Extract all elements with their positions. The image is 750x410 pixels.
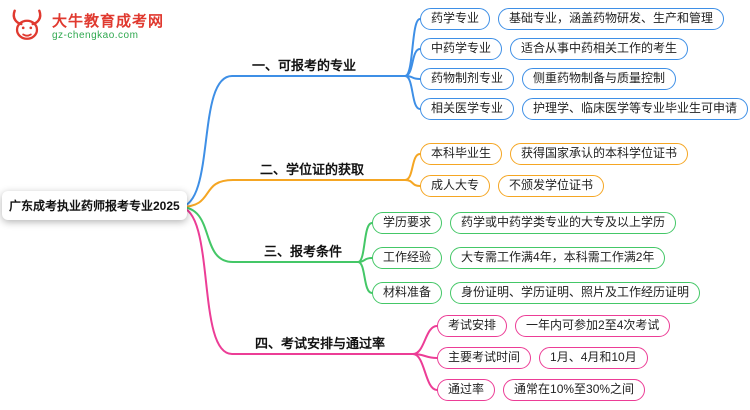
child-desc: 基础专业，涵盖药物研发、生产和管理 (498, 8, 725, 30)
branch-2-label: 二、学位证的获取 (260, 162, 365, 177)
child-label: 本科毕业生 (420, 143, 503, 165)
connector-branch-3 (179, 206, 359, 263)
connector-branch-2-child-2 (404, 179, 421, 187)
child-label: 学历要求 (372, 212, 443, 234)
child-row: 主要考试时间 1月、4月和10月 (437, 347, 648, 369)
child-label: 成人大专 (420, 175, 491, 197)
root-node: 广东成考执业药师报考专业2025 (2, 191, 187, 220)
child-label: 药物制剂专业 (420, 68, 515, 90)
child-label: 药学专业 (420, 8, 491, 30)
child-label: 中药学专业 (420, 38, 503, 60)
connector-branch-1-child-4 (404, 75, 421, 110)
child-label: 通过率 (437, 379, 496, 401)
connector-branch-4-child-3 (412, 353, 438, 391)
child-label: 相关医学专业 (420, 98, 515, 120)
child-row: 材料准备 身份证明、学历证明、照片及工作经历证明 (372, 282, 701, 304)
connector-branch-4 (179, 206, 414, 355)
child-label: 考试安排 (437, 315, 508, 337)
child-desc: 护理学、临床医学等专业毕业生可申请 (522, 98, 749, 120)
site-name: 大牛教育成考网 (52, 13, 165, 31)
child-desc: 通常在10%至30%之间 (503, 379, 646, 401)
child-row: 中药学专业 适合从事中药相关工作的考生 (420, 38, 689, 60)
connector-branch-2 (179, 179, 406, 208)
child-desc: 大专需工作满4年，本科需工作满2年 (450, 247, 666, 269)
child-row: 成人大专 不颁发学位证书 (420, 175, 605, 197)
child-row: 学历要求 药学或中药学类专业的大专及以上学历 (372, 212, 677, 234)
child-row: 通过率 通常在10%至30%之间 (437, 379, 646, 401)
child-desc: 不颁发学位证书 (498, 175, 605, 197)
child-label: 材料准备 (372, 282, 443, 304)
child-desc: 1月、4月和10月 (539, 347, 648, 369)
connector-branch-1-child-1 (404, 18, 421, 77)
connector-branch-2-child-1 (404, 153, 421, 181)
child-desc: 一年内可参加2至4次考试 (515, 315, 671, 337)
child-row: 考试安排 一年内可参加2至4次考试 (437, 315, 671, 337)
site-url: gz-chengkao.com (52, 30, 139, 42)
branch-3-label: 三、报考条件 (264, 244, 343, 259)
connector-branch-3-child-3 (357, 261, 373, 294)
connector-branch-4-child-1 (412, 325, 438, 355)
branch-1-label: 一、可报考的专业 (252, 58, 357, 73)
child-desc: 身份证明、学历证明、照片及工作经历证明 (450, 282, 701, 304)
connector-branch-1 (179, 75, 406, 208)
child-desc: 药学或中药学类专业的大专及以上学历 (450, 212, 677, 234)
child-desc: 获得国家承认的本科学位证书 (510, 143, 689, 165)
logo-text: 大牛教育成考网 gz-chengkao.com (52, 13, 164, 42)
bull-icon (8, 6, 46, 49)
branch-4-label: 四、考试安排与通过率 (255, 336, 386, 351)
child-row: 药学专业 基础专业，涵盖药物研发、生产和管理 (420, 8, 725, 30)
child-row: 相关医学专业 护理学、临床医学等专业毕业生可申请 (420, 98, 749, 120)
child-row: 本科毕业生 获得国家承认的本科学位证书 (420, 143, 689, 165)
site-logo: 大牛教育成考网 gz-chengkao.com (8, 6, 164, 49)
child-label: 工作经验 (372, 247, 443, 269)
child-desc: 适合从事中药相关工作的考生 (510, 38, 689, 60)
connector-branch-3-child-1 (357, 222, 373, 263)
child-row: 工作经验 大专需工作满4年，本科需工作满2年 (372, 247, 666, 269)
child-desc: 侧重药物制备与质量控制 (522, 68, 677, 90)
child-label: 主要考试时间 (437, 347, 532, 369)
child-row: 药物制剂专业 侧重药物制备与质量控制 (420, 68, 677, 90)
